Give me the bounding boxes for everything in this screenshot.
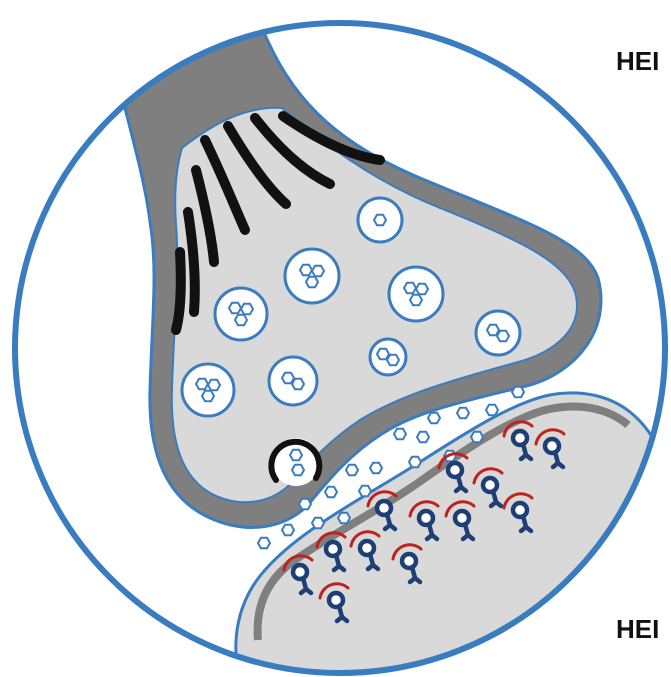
- label-top: HEI: [616, 48, 659, 74]
- hexagon-icon: [282, 373, 294, 383]
- hexagon-icon: [409, 457, 421, 467]
- label-bottom: HEI: [616, 616, 659, 642]
- hexagon-icon: [471, 432, 483, 442]
- hexagon-icon: [370, 463, 382, 473]
- hexagon-icon: [416, 284, 428, 294]
- vesicle-icon: [182, 364, 234, 416]
- hexagon-icon: [497, 331, 509, 341]
- hexagon-icon: [292, 465, 304, 475]
- hexagon-icon: [410, 295, 422, 305]
- hexagon-icon: [208, 380, 220, 390]
- hexagon-icon: [374, 215, 386, 225]
- hexagon-icon: [387, 355, 399, 365]
- hexagon-icon: [346, 465, 358, 475]
- hexagon-icon: [486, 405, 498, 415]
- vesicle-icon: [389, 267, 443, 321]
- hexagon-icon: [325, 487, 337, 497]
- hexagon-icon: [290, 450, 302, 460]
- vesicle-icon: [476, 311, 520, 355]
- hexagon-icon: [428, 413, 440, 423]
- hexagon-icon: [312, 266, 324, 276]
- microtubule: [176, 252, 181, 330]
- hexagon-icon: [487, 325, 499, 335]
- hexagon-icon: [202, 391, 214, 401]
- hexagon-icon: [404, 283, 416, 293]
- hexagon-icon: [300, 265, 312, 275]
- hexagon-icon: [394, 429, 406, 439]
- hexagon-icon: [312, 518, 324, 528]
- hexagon-icon: [457, 408, 469, 418]
- vesicle-icon: [358, 198, 402, 242]
- vesicle-icon: [285, 249, 339, 303]
- hexagon-icon: [196, 379, 208, 389]
- hexagon-icon: [359, 486, 371, 496]
- hexagon-icon: [299, 499, 311, 509]
- hexagon-icon: [512, 387, 524, 397]
- hexagon-icon: [241, 304, 253, 314]
- hexagon-icon: [292, 379, 304, 389]
- hexagon-icon: [306, 277, 318, 287]
- hexagon-icon: [417, 432, 429, 442]
- hexagon-icon: [377, 349, 389, 359]
- fusing-vesicle: [271, 438, 320, 486]
- hexagon-icon: [235, 315, 247, 325]
- hexagon-icon: [229, 303, 241, 313]
- hexagon-icon: [338, 513, 350, 523]
- vesicle-icon: [370, 339, 406, 375]
- synapse-scene: [118, 28, 671, 677]
- hexagon-icon: [258, 538, 270, 548]
- vesicle-icon: [269, 357, 317, 405]
- hexagon-icon: [282, 525, 294, 535]
- vesicle-icon: [215, 288, 267, 340]
